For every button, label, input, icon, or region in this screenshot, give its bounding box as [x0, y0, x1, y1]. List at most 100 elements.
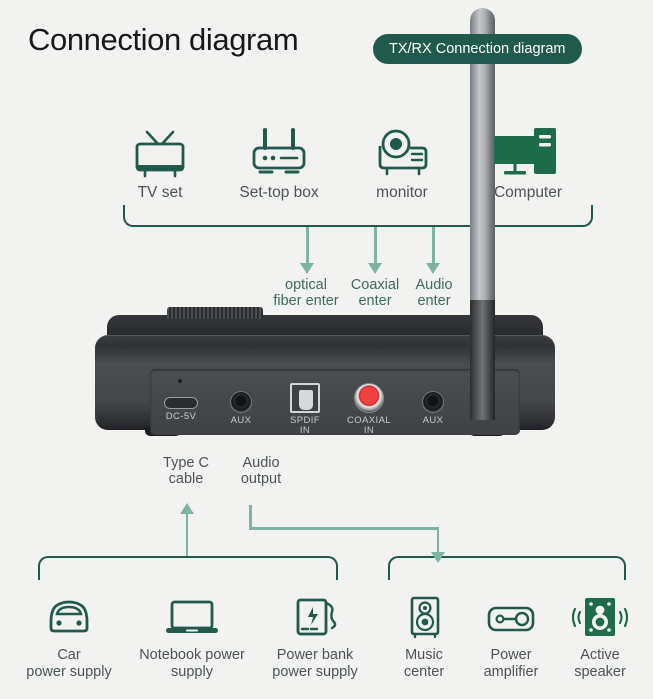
port-coaxial-in: COAXIAL IN: [347, 383, 391, 435]
power-source-notebook: Notebook power supply: [122, 584, 262, 680]
port-dc-5v: DC-5V: [164, 397, 198, 421]
port-spdif-in: SPDIF IN: [290, 383, 320, 435]
label-line2: center: [403, 663, 445, 680]
source-label: monitor: [376, 184, 428, 201]
coaxial-rca-port-icon: [354, 383, 384, 413]
label-line1: Notebook power: [139, 647, 245, 663]
port-label-line2: IN: [299, 424, 311, 436]
bluetooth-audio-receiver: DC-5V AUX SPDIF IN: [95, 307, 555, 440]
device-grille: [167, 307, 263, 319]
power-source-label: Notebook power supply: [122, 647, 262, 680]
amplifier-icon: [457, 584, 565, 642]
source-computer: Computer: [472, 118, 584, 202]
music-center-icon: [378, 584, 470, 642]
antenna-base: [470, 300, 495, 420]
power-bank-icon: [250, 584, 380, 642]
source-label: TV set: [137, 184, 183, 201]
status-badge: TX/RX Connection diagram: [373, 34, 582, 64]
audio-output-line-v2: [436, 527, 439, 556]
port-label: SPDIF IN: [290, 416, 320, 436]
page-title: Connection diagram: [28, 22, 299, 57]
audio-output-label: Music center: [378, 647, 470, 680]
power-source-car: Car power supply: [8, 584, 130, 680]
input-line-optical: [306, 227, 309, 265]
output-label-audio: Audio output: [218, 455, 304, 487]
output-arrow-type-c: [180, 503, 194, 514]
input-line-audio: [432, 227, 435, 265]
audio-output-line-v1: [249, 505, 252, 529]
input-arrow-audio: [426, 263, 440, 274]
label-line2: amplifier: [483, 663, 539, 680]
power-source-label: Power bank power supply: [250, 647, 380, 680]
input-label-line1: Coaxial: [350, 277, 400, 293]
port-label: COAXIAL IN: [347, 416, 391, 436]
set-top-box-icon: [218, 118, 340, 180]
port-label: DC-5V: [166, 412, 197, 422]
power-group-bracket: [38, 556, 338, 580]
port-label-line1: AUX: [230, 415, 252, 426]
port-aux-right: AUX: [422, 391, 444, 425]
device-front-face: DC-5V AUX SPDIF IN: [95, 335, 555, 436]
projector-icon: [348, 118, 456, 180]
audio-output-line-h: [249, 527, 439, 530]
audio-output-power-amplifier: Power amplifier: [457, 584, 565, 680]
led-indicator: [178, 379, 182, 383]
port-label-line1: AUX: [422, 415, 444, 426]
label-line1: Power bank: [276, 647, 354, 663]
audio-group-bracket: [388, 556, 626, 580]
source-monitor: monitor: [348, 118, 456, 202]
aux-jack-port-icon: [230, 391, 252, 413]
source-set-top-box: Set-top box: [218, 118, 340, 202]
input-label-audio: Audio enter: [404, 277, 464, 309]
input-label-line2: enter: [358, 293, 392, 310]
device-port-panel: DC-5V AUX SPDIF IN: [150, 369, 520, 435]
input-line-coaxial: [374, 227, 377, 265]
audio-output-label: Power amplifier: [457, 647, 565, 680]
input-label-line1: optical: [285, 277, 327, 293]
output-label-line1: Type C: [163, 455, 209, 471]
aux-jack-port-icon: [422, 391, 444, 413]
source-tv-set: TV set: [108, 118, 212, 202]
audio-output-active-speaker: Active speaker: [552, 584, 648, 680]
audio-output-music-center: Music center: [378, 584, 470, 680]
output-line-type-c: [185, 514, 188, 556]
power-source-label: Car power supply: [8, 647, 130, 680]
output-label-type-c: Type C cable: [146, 455, 226, 487]
output-label-line2: cable: [168, 471, 204, 488]
port-label-line1: SPDIF: [290, 415, 320, 426]
output-label-line1: Audio: [242, 455, 280, 471]
input-label-line2: enter: [417, 293, 451, 310]
audio-output-label: Active speaker: [552, 647, 648, 680]
label-line2: speaker: [574, 663, 626, 680]
label-line1: Music: [405, 647, 443, 663]
port-label-line1: DC-5V: [165, 411, 197, 422]
tv-icon: [108, 118, 212, 180]
computer-icon: [472, 118, 584, 180]
port-label-line1: COAXIAL: [347, 415, 391, 426]
port-label: AUX: [423, 416, 444, 426]
label-line1: Car: [57, 647, 81, 663]
power-source-power-bank: Power bank power supply: [250, 584, 380, 680]
input-arrow-optical: [300, 263, 314, 274]
output-label-line2: output: [240, 471, 282, 488]
audio-output-arrow: [431, 552, 445, 563]
label-line2: power supply: [26, 663, 112, 680]
laptop-icon: [122, 584, 262, 642]
input-label-coaxial: Coaxial enter: [340, 277, 410, 309]
input-label-line1: Audio: [415, 277, 453, 293]
port-aux-left: AUX: [230, 391, 252, 425]
label-line1: Power: [490, 647, 532, 663]
input-arrow-coaxial: [368, 263, 382, 274]
label-line2: supply: [171, 663, 213, 680]
spdif-optical-port-icon: [290, 383, 320, 413]
source-label: Set-top box: [239, 184, 319, 201]
input-label-optical: optical fiber enter: [254, 277, 358, 309]
source-label: Computer: [493, 184, 563, 201]
car-icon: [8, 584, 130, 642]
input-label-line2: fiber enter: [273, 293, 339, 310]
port-label-line2: IN: [363, 424, 375, 436]
sources-bracket: [123, 205, 593, 227]
active-speaker-icon: [552, 584, 648, 642]
label-line1: Active: [580, 647, 620, 663]
